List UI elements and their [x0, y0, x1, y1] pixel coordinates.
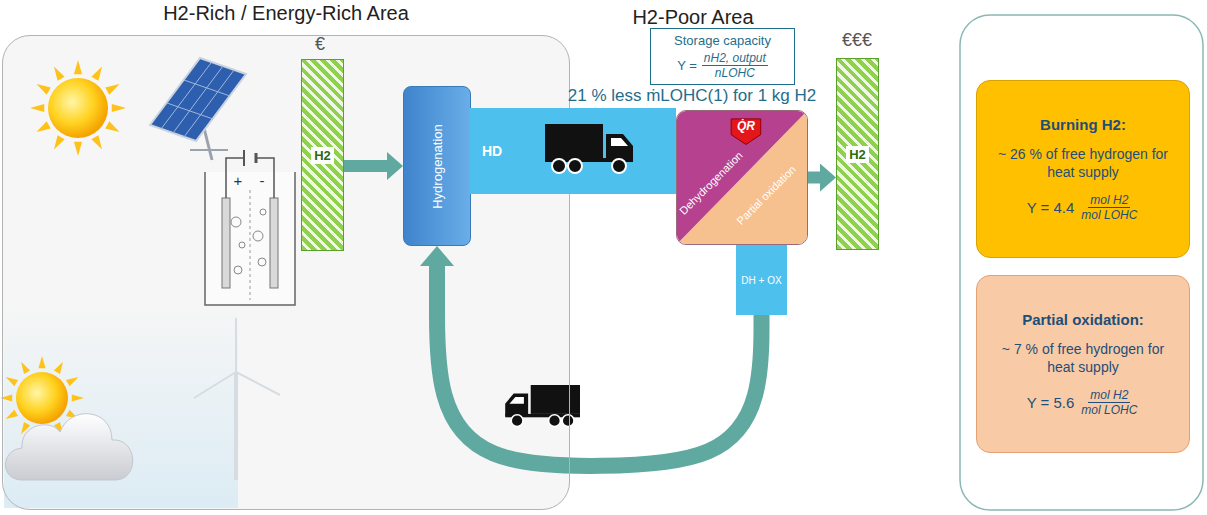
- wind-turbine: [194, 318, 280, 480]
- result-text: ~ 7 % of free hydrogen for heat supply: [987, 340, 1179, 376]
- carrier-band: DH + OX: [736, 245, 787, 315]
- formula-heading: Storage capacity: [674, 33, 771, 48]
- result-heading: Burning H2:: [1040, 116, 1126, 133]
- process-box: Hydrogenation: [403, 86, 471, 246]
- pole-sign: -: [260, 172, 265, 189]
- result-value: Y = 4.4: [1027, 199, 1075, 216]
- sun-ray: [112, 104, 126, 112]
- carrier-band: HD: [470, 108, 676, 194]
- solar-panel: [150, 58, 246, 160]
- result-heading: Partial oxidation:: [1022, 311, 1144, 328]
- process-label: Hydrogenation: [430, 124, 445, 209]
- flow-arrow: [344, 160, 387, 172]
- left-panel-ground: [2, 35, 570, 510]
- unit-numerator: mol H2: [1088, 388, 1130, 403]
- unit-numerator: mol H2: [1088, 193, 1130, 208]
- area-heading: H2-Poor Area: [632, 6, 753, 29]
- sun-ray: [72, 394, 84, 401]
- sun-ray: [6, 410, 18, 419]
- area-panel: H2-Rich / Energy-Rich AreaH2Hydrogenatio…: [2, 35, 570, 510]
- sun-ray: [30, 104, 44, 112]
- unit-denominator: mol LOHC: [1079, 208, 1139, 222]
- hydrogen-tank: H2: [836, 58, 879, 250]
- sun-ray: [54, 135, 65, 149]
- tank-label: H2: [846, 146, 869, 163]
- formula-numerator: nH2, output: [702, 51, 768, 66]
- sun-ray: [66, 377, 78, 386]
- sun-ray: [91, 135, 102, 149]
- heat-label: Q̇R: [737, 119, 755, 133]
- result-box: Burning H2: ~ 26 % of free hydrogen for h…: [976, 80, 1190, 258]
- hydrogen-tank: H2: [301, 59, 344, 251]
- cost-mark: €: [315, 34, 325, 55]
- formula-box: Storage capacity Y = nH2, outputnLOHC: [650, 28, 795, 85]
- sun-ray: [91, 66, 102, 80]
- sun-icon: [30, 60, 126, 156]
- sun-ray: [74, 60, 82, 74]
- unit-denominator: mol LOHC: [1079, 403, 1139, 417]
- right-panel: [960, 15, 1203, 510]
- heat-symbol: [731, 119, 761, 145]
- sun-ray: [105, 121, 119, 132]
- carrier-label: HD: [482, 143, 502, 159]
- electrolyzer: [205, 150, 295, 305]
- flow-arrow: [437, 266, 762, 466]
- sky-ground: [4, 300, 238, 508]
- note-text: 21 % less ṁLOHC(1) for 1 kg H2: [568, 86, 816, 106]
- return-truck: [505, 385, 580, 427]
- tank-label: H2: [311, 147, 334, 164]
- cloud-with-sun: [0, 356, 133, 480]
- pole-sign: +: [234, 172, 243, 189]
- sun-ray: [36, 84, 50, 95]
- sun-ray: [54, 66, 65, 80]
- sun-ray: [54, 362, 63, 374]
- sun-ray: [38, 356, 45, 368]
- flow-arrow: [808, 172, 820, 184]
- cost-mark: €€€: [842, 30, 872, 51]
- sun-ray: [21, 362, 30, 374]
- carrier-label: DH + OX: [741, 275, 781, 286]
- transport-truck: [545, 124, 633, 173]
- result-value: Y = 5.6: [1027, 394, 1075, 411]
- sun-ray: [6, 377, 18, 386]
- result-box: Partial oxidation: ~ 7 % of free hydrogen…: [976, 275, 1190, 453]
- formula-denominator: nLOHC: [713, 66, 757, 80]
- area-heading: H2-Rich / Energy-Rich Area: [3, 2, 569, 25]
- sun-ray: [74, 142, 82, 156]
- result-text: ~ 26 % of free hydrogen for heat supply: [987, 145, 1179, 181]
- sun-ray: [36, 121, 50, 132]
- formula-text: Y =: [677, 58, 697, 73]
- sun-ray: [105, 84, 119, 95]
